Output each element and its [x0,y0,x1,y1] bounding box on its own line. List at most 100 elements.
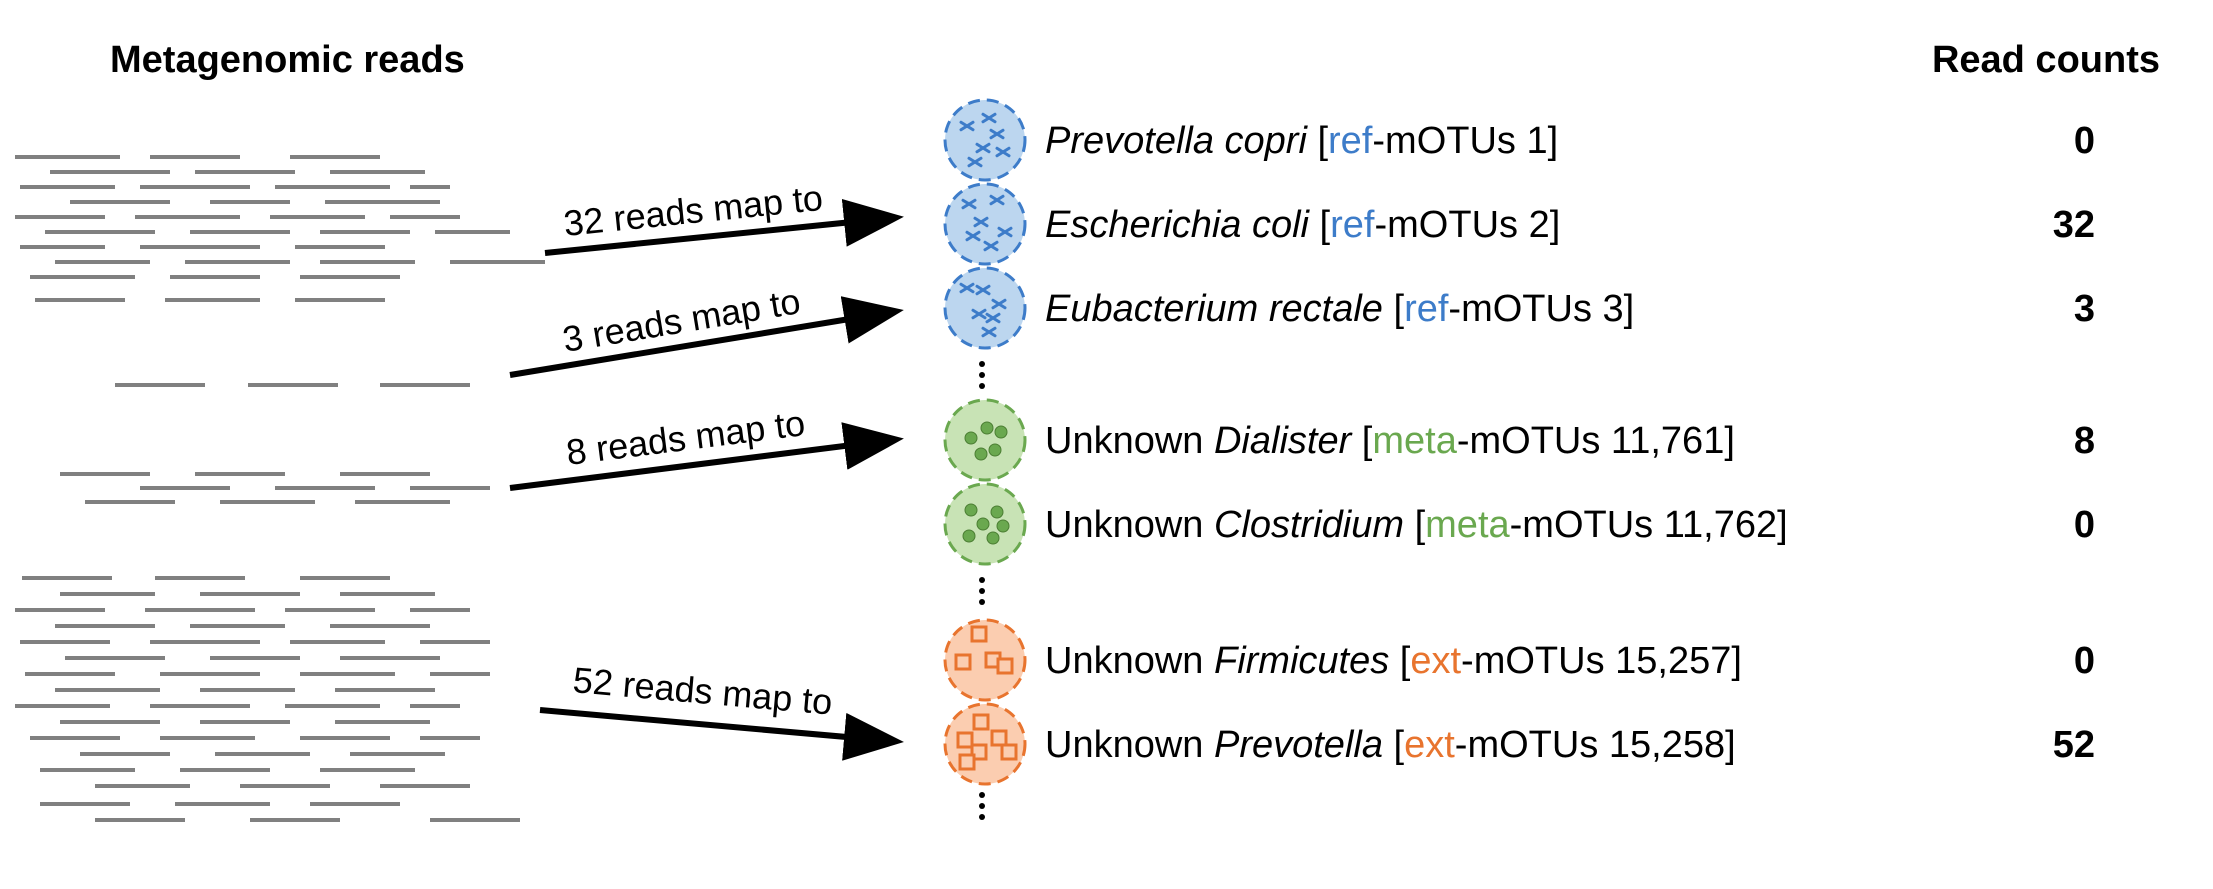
cross-mark [967,156,983,168]
motu-label: Unknown Dialister [meta-mOTUs 11,761] [1045,420,1735,462]
dot-mark [994,425,1008,439]
cross-mark [995,146,1011,158]
dot-mark [974,447,988,461]
motu-list: Prevotella copri [ref-mOTUs 1]0Escherich… [943,98,2095,786]
motu-row: Eubacterium rectale [ref-mOTUs 3] 3 [943,266,2095,350]
motu-taxon: Eubacterium rectale [1045,288,1383,330]
cross-mark [965,230,981,242]
motu-taxon: Dialister [1214,420,1353,462]
arrow-8-reads: 8 reads map to [509,402,904,491]
cross-mark [971,308,987,320]
motu-bracket-open: [ [1351,420,1373,462]
squares-icon [943,618,1027,702]
motu-id: -mOTUs 11,762 [1510,504,1777,546]
motu-circle [943,398,1027,482]
motu-bracket-close: ] [1724,420,1735,462]
motu-bracket-close: ] [1624,288,1635,330]
motu-prefix: Unknown [1045,640,1214,682]
motu-row: Unknown Firmicutes [ext-mOTUs 15,257] 0 [943,618,2095,702]
cross-mark [981,326,997,338]
cross-mark [997,226,1013,238]
motu-type-tag: meta [1425,504,1510,546]
squares-icon [943,702,1027,786]
square-mark [954,653,972,671]
motu-taxon: Firmicutes [1214,640,1389,682]
motu-label: Unknown Firmicutes [ext-mOTUs 15,257] [1045,640,1742,682]
read-count-value: 0 [2074,640,2095,682]
motu-row: Unknown Dialister [meta-mOTUs 11,761] 8 [943,398,2095,482]
square-mark [1000,743,1018,761]
motu-type-tag: ref [1330,204,1375,246]
dot-mark [964,431,978,445]
motu-id: -mOTUs 2 [1374,204,1549,246]
motu-type-tag: ref [1328,120,1373,162]
motu-bracket-close: ] [1777,504,1788,546]
ellipsis-ext [979,792,985,820]
cross-marks-icon [943,266,1027,350]
motu-prefix: Unknown [1045,724,1214,766]
dot-mark [996,519,1010,533]
motu-type-tag: ext [1404,724,1455,766]
motu-id: -mOTUs 15,258 [1455,724,1725,766]
motu-bracket-close: ] [1548,120,1559,162]
motu-id: -mOTUs 3 [1448,288,1623,330]
motu-label: Unknown Clostridium [meta-mOTUs 11,762] [1045,504,1788,546]
cross-mark [985,312,1001,324]
motu-taxon: Clostridium [1214,504,1404,546]
motu-type-tag: ref [1404,288,1449,330]
motu-taxon: Prevotella [1214,724,1383,766]
motu-bracket-open: [ [1307,120,1329,162]
motu-row: Prevotella copri [ref-mOTUs 1]0 [943,98,2095,182]
ellipsis-group [979,361,985,820]
cross-mark [989,194,1005,206]
dots-icon [943,398,1027,482]
cross-mark [961,198,977,210]
motu-bracket-close: ] [1550,204,1561,246]
cross-mark [981,112,997,124]
motu-row: Unknown Prevotella [ext-mOTUs 15,258]52 [943,702,2095,786]
cross-mark [975,142,991,154]
dot-mark [986,531,1000,545]
motu-circle [943,98,1027,182]
motu-bracket-close: ] [1731,640,1742,682]
metagenomic-reads-header: Metagenomic reads [110,39,465,81]
square-mark [958,753,976,771]
read-count-value: 3 [2074,288,2095,330]
motu-label: Escherichia coli [ref-mOTUs 2] [1045,204,1560,246]
motu-label: Eubacterium rectale [ref-mOTUs 3] [1045,288,1634,330]
motu-id: -mOTUs 11,761 [1457,420,1724,462]
arrow-label: 52 reads map to [571,659,834,723]
motu-bracket-open: [ [1383,288,1405,330]
cross-mark [959,120,975,132]
dot-mark [988,443,1002,457]
square-mark [956,731,974,749]
dots-icon [943,482,1027,566]
cross-mark [991,298,1007,310]
motu-bracket-open: [ [1383,724,1405,766]
arrow-3-reads: 3 reads map to [509,280,904,378]
mapping-arrows: 32 reads map to 3 reads map to 8 reads m… [509,177,904,761]
motu-row: Unknown Clostridium [meta-mOTUs 11,762]0 [943,482,2095,566]
cross-marks-icon [943,98,1027,182]
motu-id: -mOTUs 1 [1372,120,1547,162]
dot-mark [980,421,994,435]
ellipsis-ref [979,361,985,389]
dot-mark [962,529,976,543]
motu-label: Unknown Prevotella [ext-mOTUs 15,258] [1045,724,1736,766]
dot-mark [964,503,978,517]
motu-type-tag: ext [1410,640,1461,682]
motu-prefix: Unknown [1045,504,1214,546]
motu-bracket-close: ] [1725,724,1736,766]
arrow-label: 8 reads map to [564,402,807,473]
motu-bracket-open: [ [1389,640,1411,682]
motu-type-tag: meta [1372,420,1457,462]
arrow-label: 32 reads map to [562,177,825,244]
arrow-32-reads: 32 reads map to [544,177,904,256]
read-count-value: 8 [2074,420,2095,462]
cross-mark [989,128,1005,140]
motu-bracket-open: [ [1404,504,1426,546]
ellipsis-meta [979,577,985,605]
motu-prefix: Unknown [1045,420,1214,462]
read-segments [15,155,545,822]
